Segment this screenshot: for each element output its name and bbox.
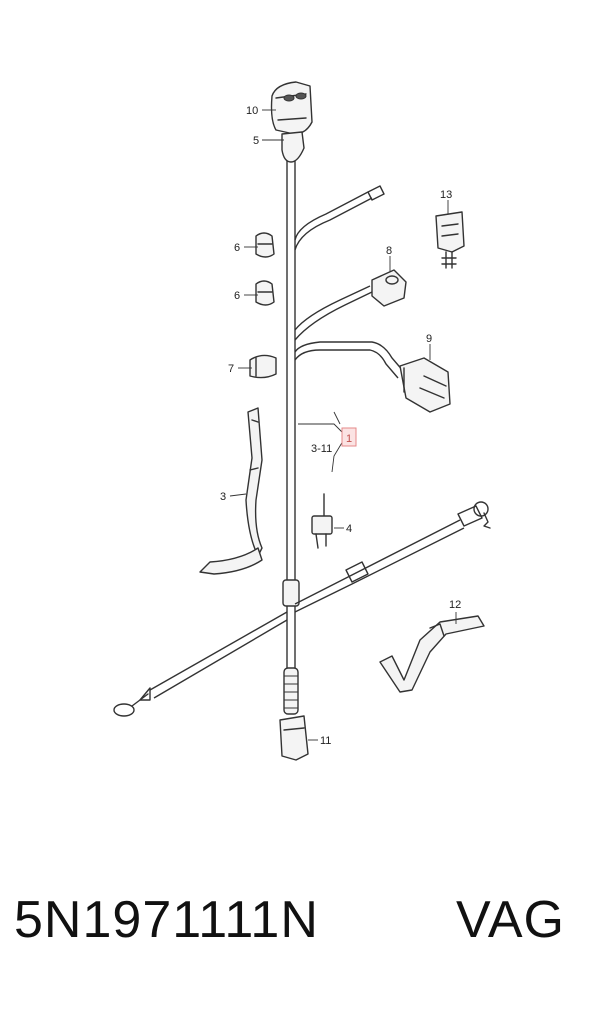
branch-wire-9	[294, 341, 405, 379]
caption: 5N1971111N VAG	[0, 890, 600, 980]
callout-6-upper: 6	[234, 242, 240, 254]
callout-10: 10	[246, 105, 258, 117]
part-number: 5N1971111N	[14, 891, 319, 949]
callout-11: 11	[320, 735, 331, 747]
callout-5: 5	[253, 135, 259, 147]
holder-4	[311, 493, 333, 549]
clip-7	[249, 354, 277, 379]
clip-6-upper	[255, 232, 275, 258]
junction-sleeve	[282, 579, 300, 607]
connector-11	[279, 715, 309, 761]
clip-13	[435, 211, 465, 269]
wire-right-ground	[294, 501, 491, 613]
callout-labels: 10 5 6 6 7 3 4 8 9 11 12 13 3-11 1	[220, 105, 461, 747]
highlight-box-1[interactable]	[341, 427, 357, 447]
callout-12: 12	[449, 599, 461, 611]
callout-1[interactable]: 1	[346, 433, 352, 445]
callout-6-lower: 6	[234, 290, 240, 302]
branch-wire-upper	[294, 185, 385, 251]
connector-8	[371, 269, 407, 307]
connector-10	[270, 81, 313, 135]
callout-13: 13	[440, 189, 452, 201]
callout-9: 9	[426, 333, 432, 345]
main-trunk-wire	[286, 160, 296, 690]
bracket-12	[379, 615, 485, 693]
corrugated-tube-11	[283, 667, 299, 715]
callout-7: 7	[228, 363, 234, 375]
wiring-harness-diagram: 10 5 6 6 7 3 4 8 9 11 12 13 3-11 1	[113, 81, 491, 761]
connector-9	[399, 357, 451, 413]
bracket-3	[199, 407, 263, 575]
branch-wire-8	[294, 285, 373, 341]
callout-8: 8	[386, 245, 392, 257]
brand-name: VAG	[456, 891, 565, 949]
grommet-5	[281, 131, 305, 163]
callout-3-11: 3-11	[311, 443, 332, 455]
callout-3: 3	[220, 491, 226, 503]
callout-4: 4	[346, 523, 352, 535]
wire-left-ground	[113, 611, 288, 717]
clip-6-lower	[255, 280, 275, 306]
